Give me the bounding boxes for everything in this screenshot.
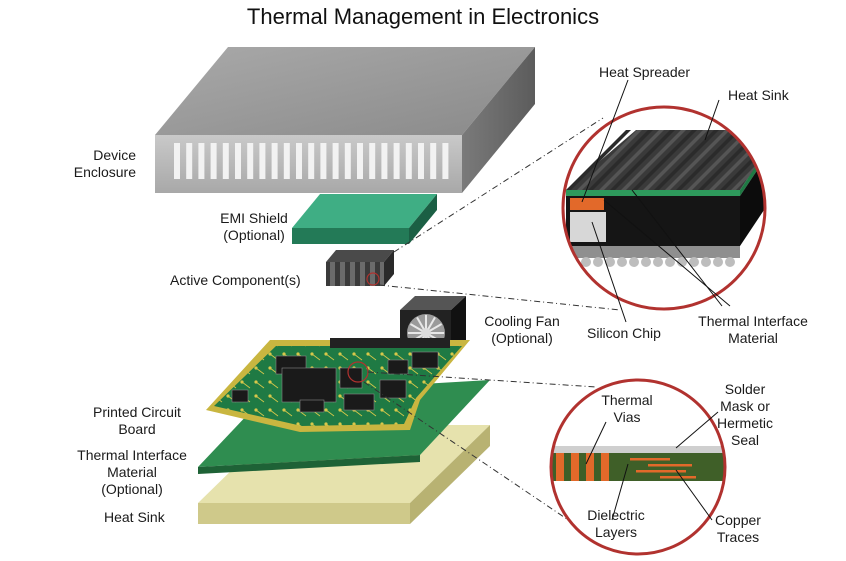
- label-inset-heat-sink: Heat Sink: [728, 87, 789, 103]
- vent-slot: [393, 143, 400, 179]
- label-active-components: Active Component(s): [170, 272, 301, 288]
- vent-slot: [308, 143, 315, 179]
- inset-solder-bumps: [569, 257, 735, 267]
- label-solder-mask: Solder Mask or Hermetic Seal: [716, 381, 773, 448]
- inset-heat-spreader: [570, 198, 604, 210]
- solder-bump: [665, 257, 675, 267]
- vent-slot: [283, 143, 290, 179]
- vent-slot: [430, 143, 437, 179]
- pcb-chip: [339, 367, 363, 389]
- active-component: [326, 250, 394, 286]
- label-heat-spreader: Heat Spreader: [599, 64, 691, 80]
- label-emi-shield: EMI Shield (Optional): [220, 210, 288, 243]
- inset-fin: [621, 130, 686, 190]
- solder-bump: [677, 257, 687, 267]
- page-title: Thermal Management in Electronics: [246, 4, 600, 29]
- pcb-chip: [387, 359, 409, 375]
- label-heat-sink: Heat Sink: [104, 509, 165, 525]
- solder-bump: [725, 257, 735, 267]
- label-cooling-fan: Cooling Fan (Optional): [484, 313, 560, 346]
- inset-fin: [566, 130, 631, 190]
- pcb-chip: [299, 399, 325, 413]
- vent-slot: [210, 143, 217, 179]
- label-device-enclosure: Device Enclosure: [73, 147, 136, 180]
- thermal-via: [601, 453, 609, 481]
- inset-fin: [687, 130, 752, 190]
- chip-cross-section-inset: [561, 79, 767, 323]
- inset-silicon-chip: [570, 212, 606, 242]
- vent-slot: [320, 143, 327, 179]
- inset-fin: [676, 130, 741, 190]
- vent-slot: [174, 143, 180, 179]
- pcb-chips: [231, 351, 439, 413]
- vent-slot: [198, 143, 205, 179]
- thermal-via: [571, 453, 579, 481]
- leader-lines: [363, 117, 621, 541]
- thermal-via: [586, 453, 594, 481]
- vent-slot: [344, 143, 351, 179]
- solder-bump: [689, 257, 699, 267]
- inset-fin: [643, 130, 708, 190]
- vent-slot: [296, 143, 302, 179]
- copper-trace: [648, 464, 692, 467]
- solder-bump: [641, 257, 651, 267]
- label-copper-traces: Copper Traces: [715, 512, 761, 545]
- solder-bump: [605, 257, 615, 267]
- solder-bump: [713, 257, 723, 267]
- enclosure-top: [155, 47, 535, 135]
- vent-slot: [381, 143, 388, 179]
- emi-shield: [292, 194, 437, 244]
- vent-slot: [369, 143, 376, 179]
- vent-slot: [186, 143, 193, 179]
- device-enclosure: [155, 47, 535, 193]
- copper-trace: [630, 458, 670, 461]
- label-dielectric-layers: Dielectric Layers: [587, 507, 645, 540]
- inset-fin: [588, 130, 653, 190]
- inset-fin: [665, 130, 730, 190]
- copper-trace: [660, 476, 696, 479]
- vent-slot: [442, 143, 449, 179]
- enclosure-vents: [174, 143, 449, 179]
- solder-bump: [653, 257, 663, 267]
- vent-slot: [235, 143, 241, 179]
- pcb-chip: [281, 367, 337, 403]
- enclosure-side: [462, 47, 535, 193]
- inset-fin: [577, 130, 642, 190]
- vent-slot: [418, 143, 424, 179]
- vent-slot: [332, 143, 339, 179]
- vent-slot: [222, 143, 229, 179]
- pcb-chip: [379, 379, 407, 399]
- thermal-via: [556, 453, 564, 481]
- vent-slot: [259, 143, 266, 179]
- inset-fin: [654, 130, 719, 190]
- inset-fin: [632, 130, 697, 190]
- inset-thermal-vias: [556, 453, 609, 481]
- label-printed-circuit-board: Printed Circuit Board: [93, 404, 181, 437]
- inset-copper-traces: [630, 458, 696, 479]
- inset-fin: [599, 130, 664, 190]
- label-silicon-chip: Silicon Chip: [587, 325, 661, 341]
- pcb-cross-section-inset: [549, 378, 727, 556]
- pcb-chip: [231, 389, 249, 403]
- vent-slot: [405, 143, 412, 179]
- label-thermal-vias: Thermal Vias: [601, 392, 653, 425]
- pcb-chip: [343, 393, 375, 411]
- vent-slot: [247, 143, 254, 179]
- pcb-chip: [411, 351, 439, 369]
- solder-bump: [581, 257, 591, 267]
- label-inset-thermal-interface-material: Thermal Interface Material: [698, 313, 808, 346]
- copper-trace: [636, 470, 686, 473]
- label-thermal-interface-material: Thermal Interface Material (Optional): [77, 447, 187, 497]
- vent-slot: [271, 143, 278, 179]
- solder-bump: [617, 257, 627, 267]
- pcb-connector: [330, 338, 450, 348]
- solder-bump: [629, 257, 639, 267]
- solder-bump: [701, 257, 711, 267]
- inset-fin: [610, 130, 675, 190]
- vent-slot: [357, 143, 363, 179]
- solder-bump: [593, 257, 603, 267]
